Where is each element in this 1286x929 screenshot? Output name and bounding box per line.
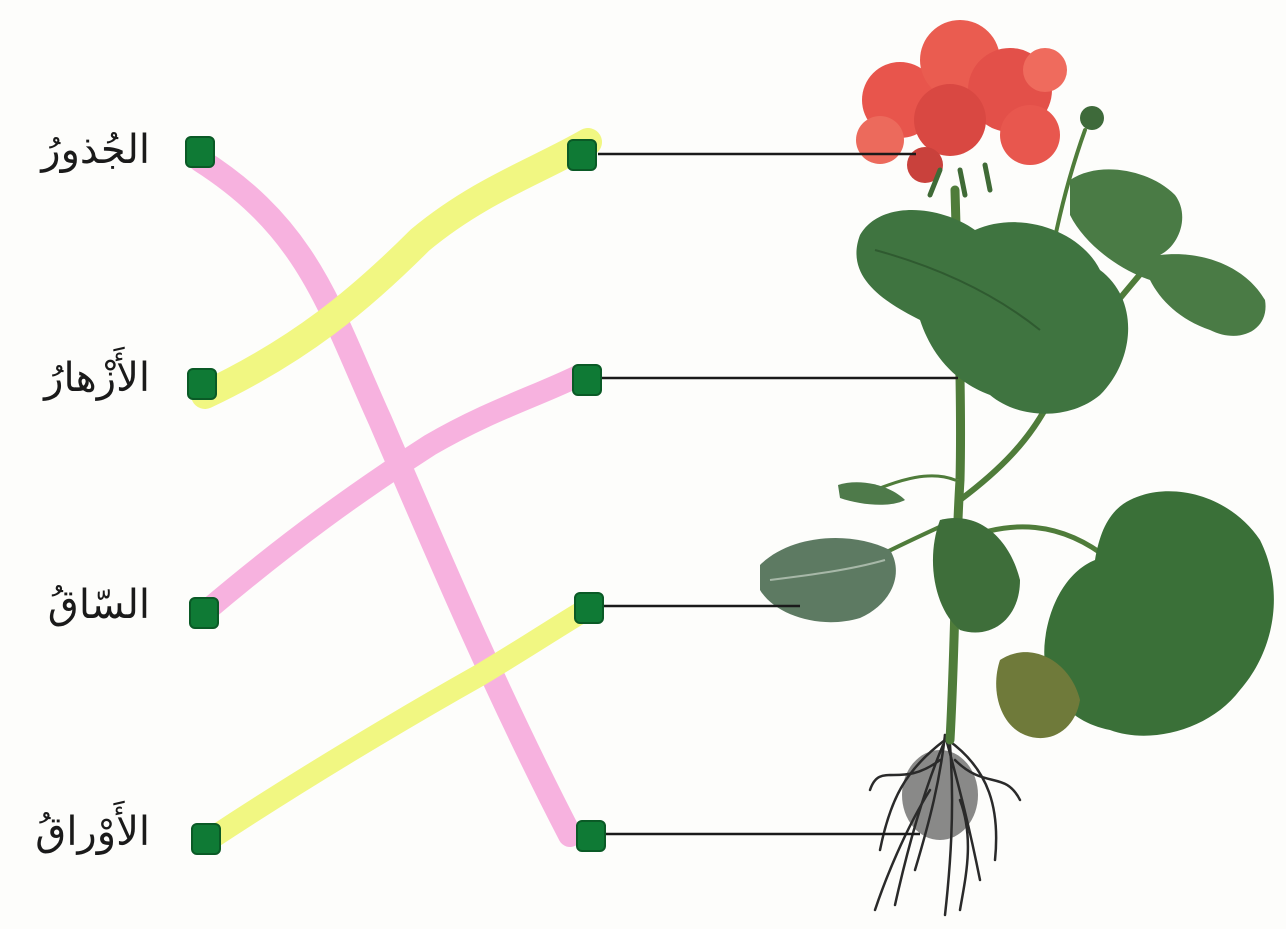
left-node-flowers[interactable] [187, 368, 217, 400]
right-node-4[interactable] [576, 820, 606, 852]
right-node-2[interactable] [572, 364, 602, 396]
left-node-roots[interactable] [185, 136, 215, 168]
left-node-leaves[interactable] [191, 823, 221, 855]
plant-flowers [856, 20, 1104, 195]
right-node-1[interactable] [567, 139, 597, 171]
label-leaves: الأَوْراقُ [0, 812, 150, 852]
plant-leaves [760, 169, 1274, 738]
label-roots: الجُذورُ [0, 130, 150, 170]
left-node-stem[interactable] [189, 597, 219, 629]
label-stem: السّاقُ [0, 585, 150, 625]
right-node-3[interactable] [574, 592, 604, 624]
label-flowers: الأَزْهارُ [0, 358, 150, 398]
